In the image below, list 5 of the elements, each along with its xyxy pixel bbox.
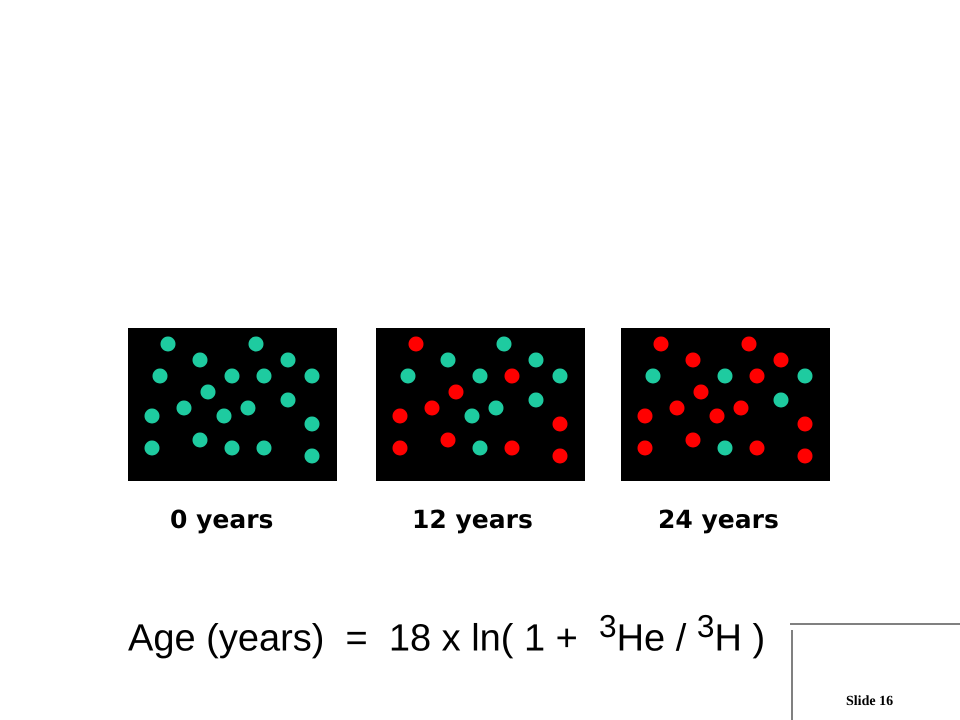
slide-number: Slide 16 (846, 694, 894, 710)
time-caption: 0 years (170, 505, 274, 534)
time-caption: 12 years (412, 505, 533, 534)
age-formula: Age (years) = 18 x ln( 1 + $^{3}$He / $^{3}$H ) (128, 608, 766, 661)
time-caption: 24 years (658, 505, 779, 534)
